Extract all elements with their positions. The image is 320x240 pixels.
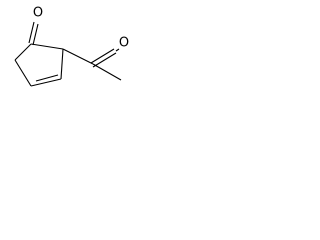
bond-substituted-carbon-to-acetyl-carbon	[62, 48, 94, 65]
chemical-structure-diagram: O O	[14, 6, 129, 87]
bond-alkene-double-outer	[30, 78, 62, 87]
bond-alkene-carbon-to-substituted-carbon	[60, 48, 64, 80]
bond-ring-carbonyl-left	[28, 21, 35, 44]
ring-oxygen-label: O	[33, 6, 43, 21]
bond-ring-ch2-to-alkene-carbon	[14, 59, 32, 87]
bond-ring-carbonyl-right	[32, 23, 39, 46]
bond-acetyl-carbonyl-to-label	[115, 48, 120, 52]
bond-alkene-double-inner	[35, 74, 59, 82]
bond-substituted-carbon-to-ketone-carbon	[30, 43, 64, 50]
bond-acetyl-carbonyl-right	[92, 52, 117, 68]
bond-acetyl-carbonyl-left	[90, 48, 115, 64]
acetyl-oxygen-label: O	[119, 36, 129, 51]
bond-acetyl-carbon-to-methyl	[92, 63, 122, 81]
bond-ketone-carbon-to-ring-ch2	[14, 43, 32, 61]
